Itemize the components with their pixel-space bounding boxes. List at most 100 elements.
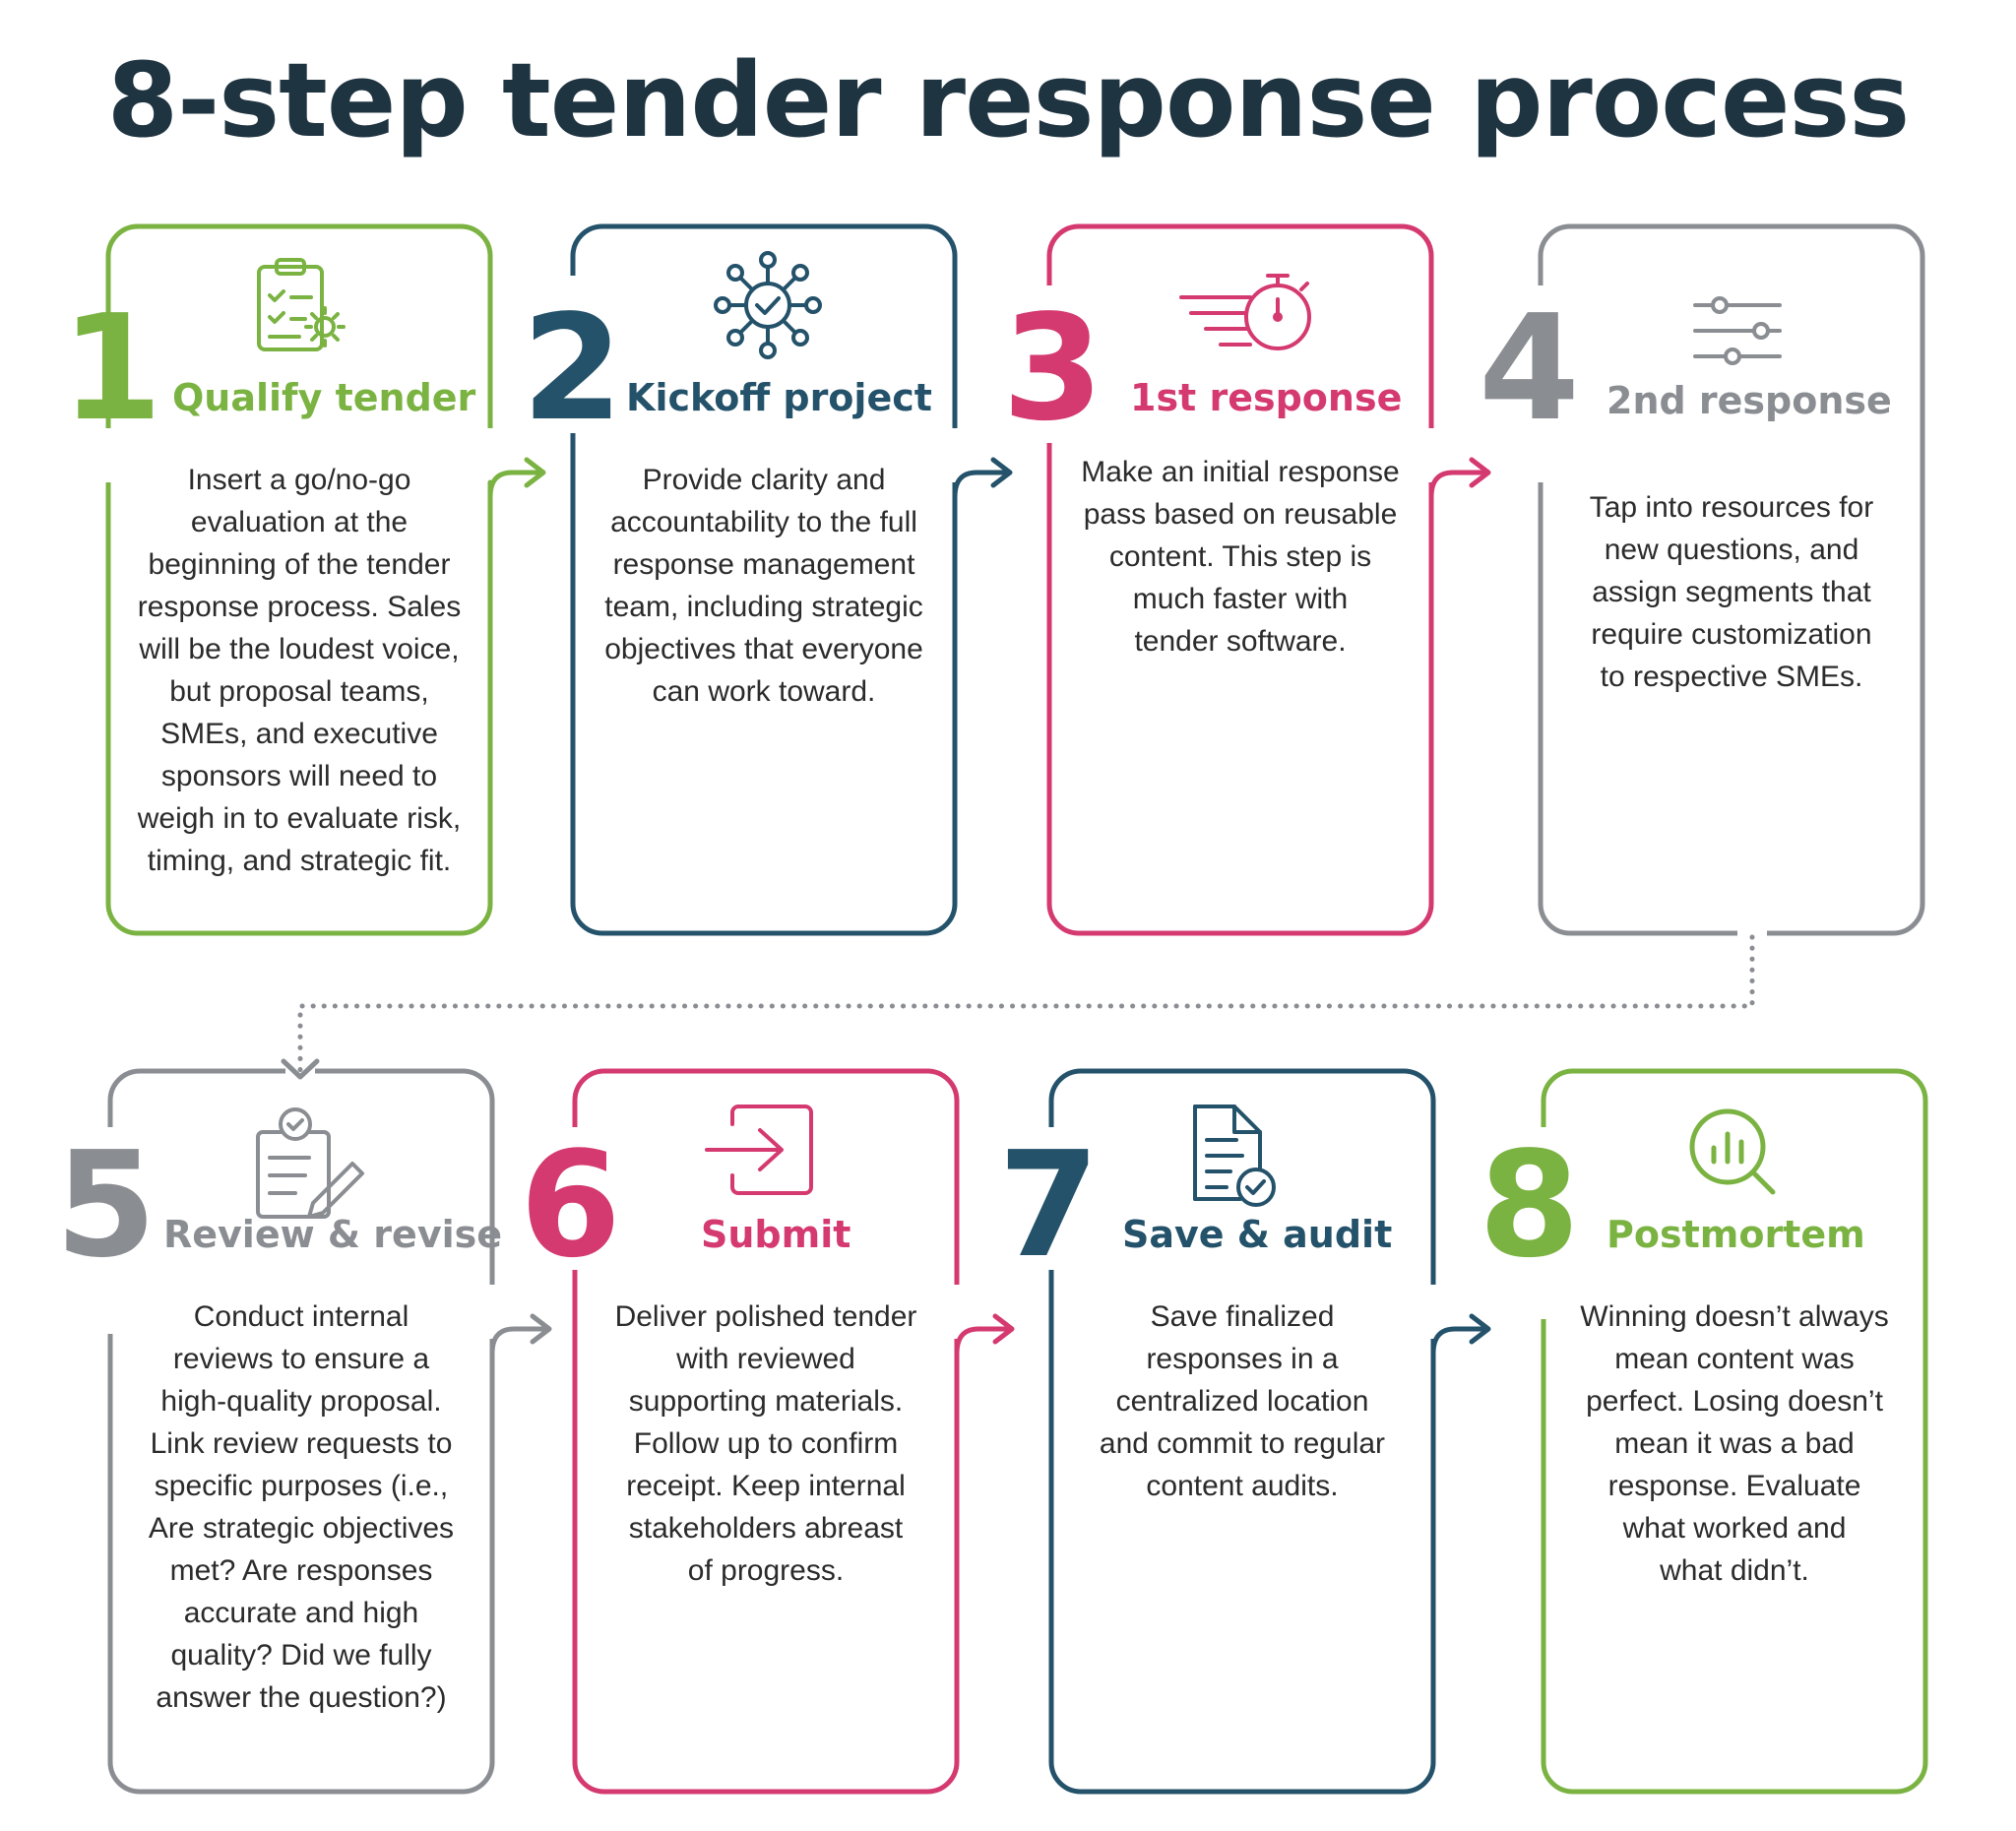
step-1-line: will be the loudest voice, bbox=[139, 633, 460, 665]
step-2-number: 2 bbox=[522, 284, 623, 453]
step-7-line: Save finalized bbox=[1150, 1300, 1335, 1333]
step-7-description: Save finalized responses in a centralized … bbox=[1075, 1295, 1410, 1507]
card-frame-3 bbox=[1046, 223, 1434, 936]
step-6-line: Deliver polished tender bbox=[614, 1300, 917, 1333]
step-4-line: to respective SMEs. bbox=[1600, 661, 1863, 693]
step-4-line: require customization bbox=[1591, 618, 1872, 651]
step-7-line: centralized location bbox=[1115, 1385, 1369, 1418]
clipboard-gear-icon bbox=[257, 258, 346, 351]
sliders-icon bbox=[1693, 296, 1782, 365]
step-1-line: SMEs, and executive bbox=[160, 718, 438, 750]
step-5-line: quality? Did we fully bbox=[170, 1639, 432, 1672]
card-frame-8 bbox=[1541, 1068, 1928, 1795]
step-4-title: 2nd response bbox=[1606, 379, 1892, 422]
connector-6-7 bbox=[954, 1313, 1015, 1357]
step-5-line: Are strategic objectives bbox=[148, 1512, 455, 1545]
step-5-title: Review & revise bbox=[163, 1213, 503, 1256]
step-4-line: Tap into resources for bbox=[1589, 491, 1874, 524]
step-2-line: accountability to the full bbox=[610, 506, 917, 538]
connector-4-5-dotted bbox=[281, 934, 1755, 1080]
step-3-line: tender software. bbox=[1134, 625, 1347, 658]
step-2-title: Kickoff project bbox=[626, 376, 932, 419]
card-frame-4 bbox=[1538, 223, 1925, 936]
step-6-line: receipt. Keep internal bbox=[626, 1470, 906, 1502]
connector-3-4 bbox=[1428, 457, 1491, 500]
step-5-line: met? Are responses bbox=[169, 1554, 433, 1587]
step-1-title: Qualify tender bbox=[172, 376, 476, 419]
step-7-title: Save & audit bbox=[1122, 1213, 1393, 1256]
step-1-line: but proposal teams, bbox=[169, 675, 429, 708]
step-8-description: Winning doesn’t always mean content was pe… bbox=[1567, 1295, 1902, 1592]
card-frame-7 bbox=[1048, 1068, 1436, 1795]
network-check-icon bbox=[714, 251, 822, 359]
step-3-number: 3 bbox=[1002, 284, 1103, 453]
magnifier-chart-icon bbox=[1689, 1108, 1776, 1195]
step-4-line: new questions, and bbox=[1604, 534, 1859, 566]
step-6-line: of progress. bbox=[687, 1554, 845, 1587]
step-3-title: 1st response bbox=[1130, 376, 1403, 419]
step-5-line: high-quality proposal. bbox=[160, 1385, 442, 1418]
step-6-line: supporting materials. bbox=[628, 1385, 904, 1418]
step-4-description: Tap into resources for new questions, and… bbox=[1564, 486, 1899, 698]
step-1-line: response process. Sales bbox=[137, 591, 462, 623]
step-5-line: specific purposes (i.e., bbox=[154, 1470, 449, 1502]
card-frame-2 bbox=[570, 223, 958, 936]
step-2-description: Provide clarity and accountability to the… bbox=[597, 459, 931, 713]
step-2-line: can work toward. bbox=[652, 675, 876, 708]
step-1-line: sponsors will need to bbox=[160, 760, 438, 792]
step-8-line: what didn’t. bbox=[1660, 1554, 1809, 1587]
step-8-line: response. Evaluate bbox=[1607, 1470, 1861, 1502]
step-4-number: 4 bbox=[1479, 284, 1580, 453]
step-1-line: evaluation at the bbox=[190, 506, 409, 538]
page-title: 8-step tender response process bbox=[106, 40, 1911, 160]
step-6-line: Follow up to confirm bbox=[633, 1427, 899, 1460]
step-8-line: mean content was bbox=[1614, 1343, 1855, 1375]
step-8-line: mean it was a bad bbox=[1614, 1427, 1855, 1460]
step-8-title: Postmortem bbox=[1606, 1213, 1865, 1256]
step-1-number: 1 bbox=[61, 284, 162, 453]
stopwatch-speed-icon bbox=[1179, 274, 1311, 350]
step-3-line: much faster with bbox=[1132, 583, 1349, 615]
step-6-description: Deliver polished tender with reviewed supp… bbox=[598, 1295, 933, 1592]
step-1-line: timing, and strategic fit. bbox=[147, 845, 452, 877]
connector-5-6 bbox=[489, 1313, 552, 1357]
step-6-line: with reviewed bbox=[676, 1343, 855, 1375]
step-6-line: stakeholders abreast bbox=[628, 1512, 904, 1545]
step-5-line: accurate and high bbox=[183, 1597, 419, 1629]
step-2-line: Provide clarity and bbox=[642, 464, 886, 496]
connector-1-2 bbox=[487, 457, 546, 500]
step-5-number: 5 bbox=[55, 1120, 157, 1290]
card-frame-1 bbox=[105, 223, 493, 936]
step-3-line: Make an initial response bbox=[1081, 456, 1400, 488]
step-4-line: assign segments that bbox=[1592, 576, 1871, 608]
step-5-line: reviews to ensure a bbox=[172, 1343, 430, 1375]
step-5-line: answer the question?) bbox=[156, 1681, 447, 1714]
step-1-line: beginning of the tender bbox=[148, 548, 451, 581]
step-2-line: response management bbox=[612, 548, 915, 581]
step-2-line: objectives that everyone bbox=[604, 633, 923, 665]
step-1-line: Insert a go/no-go bbox=[187, 464, 411, 496]
step-7-line: and commit to regular bbox=[1099, 1427, 1386, 1460]
step-5-line: Conduct internal bbox=[193, 1300, 410, 1333]
step-7-line: content audits. bbox=[1146, 1470, 1339, 1502]
connector-7-8 bbox=[1430, 1313, 1491, 1357]
step-8-line: Winning doesn’t always bbox=[1580, 1300, 1889, 1333]
step-8-line: perfect. Losing doesn’t bbox=[1586, 1385, 1883, 1418]
document-check-icon bbox=[1193, 1105, 1276, 1207]
step-2-line: team, including strategic bbox=[604, 591, 923, 623]
step-8-number: 8 bbox=[1479, 1120, 1580, 1290]
step-5-description: Conduct internal reviews to ensure a high-… bbox=[134, 1295, 469, 1719]
sign-in-icon bbox=[705, 1105, 813, 1195]
step-7-number: 7 bbox=[998, 1120, 1100, 1290]
card-frame-6 bbox=[572, 1068, 960, 1795]
step-5-line: Link review requests to bbox=[150, 1427, 453, 1460]
connector-2-3 bbox=[952, 457, 1013, 500]
step-1-description: Insert a go/no-go evaluation at the beginn… bbox=[132, 459, 467, 882]
step-6-number: 6 bbox=[520, 1120, 621, 1290]
step-6-title: Submit bbox=[701, 1213, 851, 1256]
step-7-line: responses in a bbox=[1146, 1343, 1339, 1375]
step-3-line: content. This step is bbox=[1108, 540, 1372, 573]
